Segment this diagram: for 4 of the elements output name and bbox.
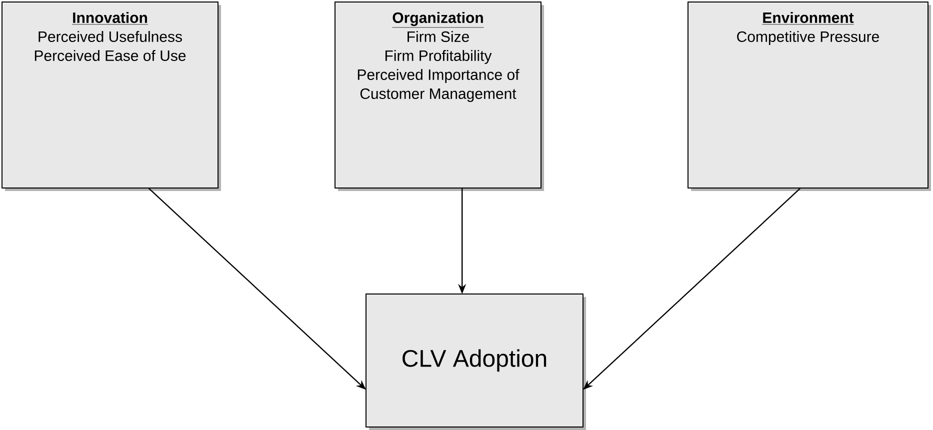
factor-box: Organization Firm Size Firm Profitability Perceived Importance of Customer Management — [334, 2, 542, 188]
outcome-box: CLV Adoption — [366, 293, 584, 428]
factor-box: Environment Competitive Pressure — [688, 2, 928, 188]
factor-box: Innovation Perceived Usefulness Perceived Ease of Use — [2, 2, 218, 188]
